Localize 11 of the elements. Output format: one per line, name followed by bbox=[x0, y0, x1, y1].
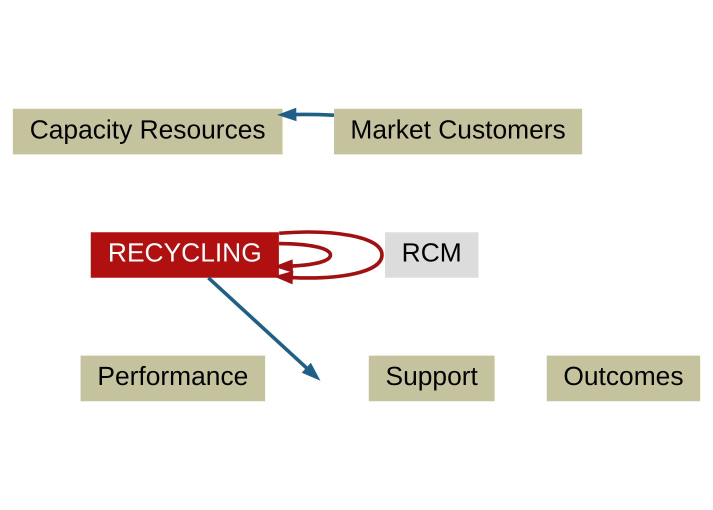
node-box: Performance bbox=[80, 356, 266, 402]
node-box: Capacity Resources bbox=[12, 108, 282, 154]
node-box: Outcomes bbox=[546, 356, 700, 402]
arrow bbox=[274, 230, 384, 284]
arrow bbox=[207, 276, 320, 381]
node-box: Market Customers bbox=[334, 108, 582, 154]
node-box: Support bbox=[368, 356, 495, 402]
arrow bbox=[277, 108, 334, 122]
node-box: RCM bbox=[384, 232, 478, 278]
arrow bbox=[274, 242, 332, 273]
node-box: RECYCLING bbox=[90, 232, 279, 278]
